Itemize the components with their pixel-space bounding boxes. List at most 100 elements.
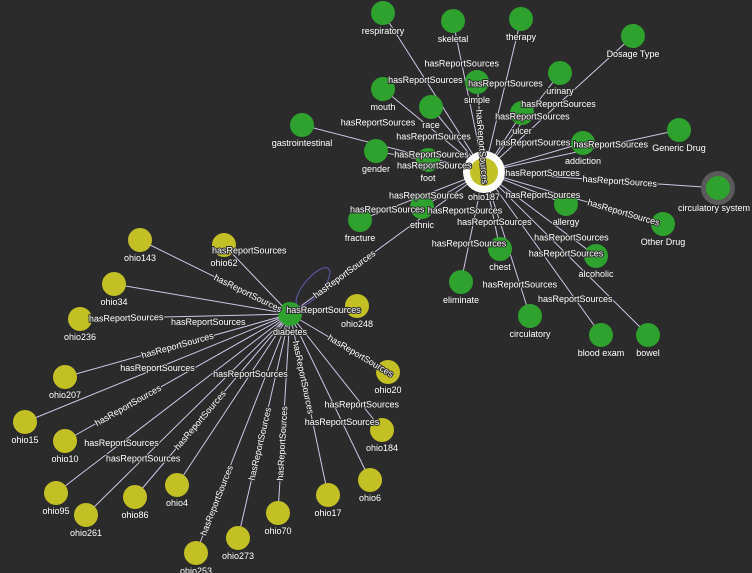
node-circle[interactable]	[68, 307, 92, 331]
node-ohio15[interactable]: ohio15	[10, 410, 40, 446]
node-circle[interactable]	[278, 302, 302, 326]
node-chest[interactable]: chest	[488, 237, 512, 273]
node-circle[interactable]	[74, 503, 98, 527]
node-circle[interactable]	[165, 473, 189, 497]
node-alcoholic[interactable]: alcoholic	[577, 244, 615, 280]
node-label: ohio253	[180, 566, 212, 573]
node-ohio17[interactable]: ohio17	[313, 483, 343, 519]
node-ohio4[interactable]: ohio4	[165, 473, 189, 509]
node-circle[interactable]	[184, 541, 208, 565]
node-circle[interactable]	[470, 158, 498, 186]
edge-ohio187-circulatory-system	[483, 171, 719, 189]
node-circle[interactable]	[316, 483, 340, 507]
node-respiratory[interactable]: respiratory	[361, 1, 406, 37]
node-circle[interactable]	[44, 481, 68, 505]
node-ohio248[interactable]: ohio248	[340, 294, 374, 330]
node-skeletal[interactable]: skeletal	[437, 9, 469, 45]
node-ohio253[interactable]: ohio253	[179, 541, 213, 573]
node-circle[interactable]	[419, 95, 443, 119]
node-gender[interactable]: gender	[361, 139, 391, 175]
node-circle[interactable]	[290, 113, 314, 137]
node-ohio34[interactable]: ohio34	[99, 272, 129, 308]
node-race[interactable]: race	[419, 95, 443, 131]
node-circle[interactable]	[371, 1, 395, 25]
node-label: urinary	[546, 86, 574, 96]
node-allergy[interactable]: allergy	[552, 192, 581, 228]
node-fracture[interactable]: fracture	[344, 208, 376, 244]
node-circle[interactable]	[266, 501, 290, 525]
node-therapy[interactable]: therapy	[505, 7, 538, 43]
node-generic-drug[interactable]: Generic Drug	[651, 118, 707, 154]
node-ohio184[interactable]: ohio184	[365, 418, 399, 454]
node-ohio261[interactable]: ohio261	[69, 503, 103, 539]
node-circle[interactable]	[345, 294, 369, 318]
node-circle[interactable]	[510, 101, 534, 125]
node-ohio187[interactable]: ohio187	[463, 151, 505, 203]
node-dosage-type[interactable]: Dosage Type	[606, 24, 660, 60]
node-ethnic[interactable]: ethnic	[409, 195, 436, 231]
node-circle[interactable]	[651, 212, 675, 236]
node-circulatory[interactable]: circulatory	[508, 304, 552, 340]
node-ohio10[interactable]: ohio10	[50, 429, 80, 465]
node-circle[interactable]	[509, 7, 533, 31]
node-ohio273[interactable]: ohio273	[221, 526, 255, 562]
node-ulcer[interactable]: ulcer	[510, 101, 534, 137]
node-circle[interactable]	[53, 365, 77, 389]
node-circle[interactable]	[123, 485, 147, 509]
node-foot[interactable]: foot	[416, 148, 440, 184]
node-circle[interactable]	[371, 77, 395, 101]
node-blood-exam[interactable]: blood exam	[577, 323, 625, 359]
node-ohio6[interactable]: ohio6	[358, 468, 382, 504]
node-label: ulcer	[512, 126, 532, 136]
node-circle[interactable]	[667, 118, 691, 142]
node-urinary[interactable]: urinary	[545, 61, 575, 97]
node-circle[interactable]	[128, 228, 152, 252]
node-circle[interactable]	[212, 233, 236, 257]
node-ohio70[interactable]: ohio70	[263, 501, 293, 537]
node-circle[interactable]	[554, 192, 578, 216]
node-circle[interactable]	[348, 208, 372, 232]
node-circle[interactable]	[376, 360, 400, 384]
node-gastrointestinal[interactable]: gastrointestinal	[271, 113, 333, 149]
node-circle[interactable]	[636, 323, 660, 347]
node-ohio143[interactable]: ohio143	[123, 228, 157, 264]
node-addiction[interactable]: addiction	[564, 131, 602, 167]
node-ohio20[interactable]: ohio20	[373, 360, 403, 396]
node-circle[interactable]	[358, 468, 382, 492]
node-circle[interactable]	[584, 244, 608, 268]
node-ohio236[interactable]: ohio236	[63, 307, 97, 343]
node-circle[interactable]	[488, 237, 512, 261]
node-circle[interactable]	[53, 429, 77, 453]
node-circle[interactable]	[441, 9, 465, 33]
node-circle[interactable]	[102, 272, 126, 296]
node-ohio207[interactable]: ohio207	[48, 365, 82, 401]
node-circle[interactable]	[465, 70, 489, 94]
node-other-drug[interactable]: Other Drug	[640, 212, 686, 248]
node-circle[interactable]	[571, 131, 595, 155]
node-circle[interactable]	[706, 176, 730, 200]
node-circulatory-system[interactable]: circulatory system	[677, 171, 751, 214]
edge-label: hasReportSources	[341, 118, 416, 128]
node-circle[interactable]	[589, 323, 613, 347]
node-circle[interactable]	[370, 418, 394, 442]
edge-ohio187-respiratory	[382, 12, 485, 173]
node-simple[interactable]: simple	[463, 70, 491, 106]
node-circle[interactable]	[364, 139, 388, 163]
node-eliminate[interactable]: eliminate	[442, 270, 480, 306]
node-circle[interactable]	[226, 526, 250, 550]
node-diabetes[interactable]: diabetes	[272, 302, 309, 338]
node-circle[interactable]	[410, 195, 434, 219]
node-circle[interactable]	[621, 24, 645, 48]
node-ohio62[interactable]: ohio62	[209, 233, 239, 269]
node-circle[interactable]	[548, 61, 572, 85]
node-circle[interactable]	[416, 148, 440, 172]
node-bowel[interactable]: bowel	[635, 323, 661, 359]
node-circle[interactable]	[13, 410, 37, 434]
node-circle[interactable]	[518, 304, 542, 328]
node-ohio95[interactable]: ohio95	[41, 481, 71, 517]
node-mouth[interactable]: mouth	[369, 77, 397, 113]
node-circle[interactable]	[449, 270, 473, 294]
node-ohio86[interactable]: ohio86	[120, 485, 150, 521]
